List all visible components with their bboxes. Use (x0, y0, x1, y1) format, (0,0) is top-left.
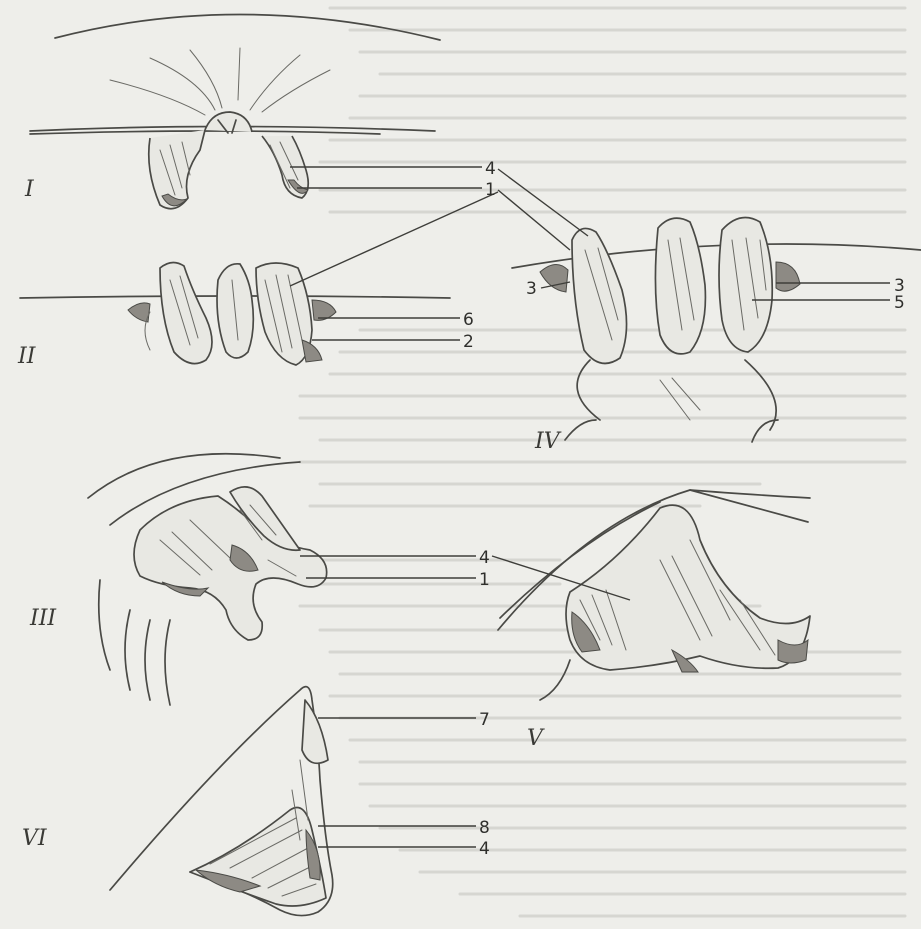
callout-6: 6 (463, 310, 474, 330)
callout-8: 8 (479, 818, 490, 838)
bleed-through-text (290, 8, 905, 916)
callout-7: 7 (479, 710, 490, 730)
callout-1-top: 1 (485, 180, 496, 200)
figure-label-IV: IV (534, 429, 562, 454)
figure-II (20, 262, 450, 365)
figure-label-I: I (24, 177, 35, 202)
callout-4-top: 4 (485, 159, 496, 179)
figure-I (30, 14, 440, 208)
callout-1-mid: 1 (479, 570, 490, 590)
figure-label-VI: VI (22, 826, 48, 851)
figure-VI (110, 687, 333, 916)
figure-label-II: II (17, 344, 37, 369)
callout-5: 5 (894, 293, 905, 313)
figure-label-V: V (527, 726, 545, 751)
callout-4-mid: 4 (479, 548, 490, 568)
figure-III (88, 454, 327, 705)
callout-2: 2 (463, 332, 474, 352)
figure-label-III: III (29, 606, 57, 631)
callout-3-left: 3 (526, 279, 537, 299)
figure-V (498, 490, 810, 700)
callout-4-low: 4 (479, 839, 490, 859)
